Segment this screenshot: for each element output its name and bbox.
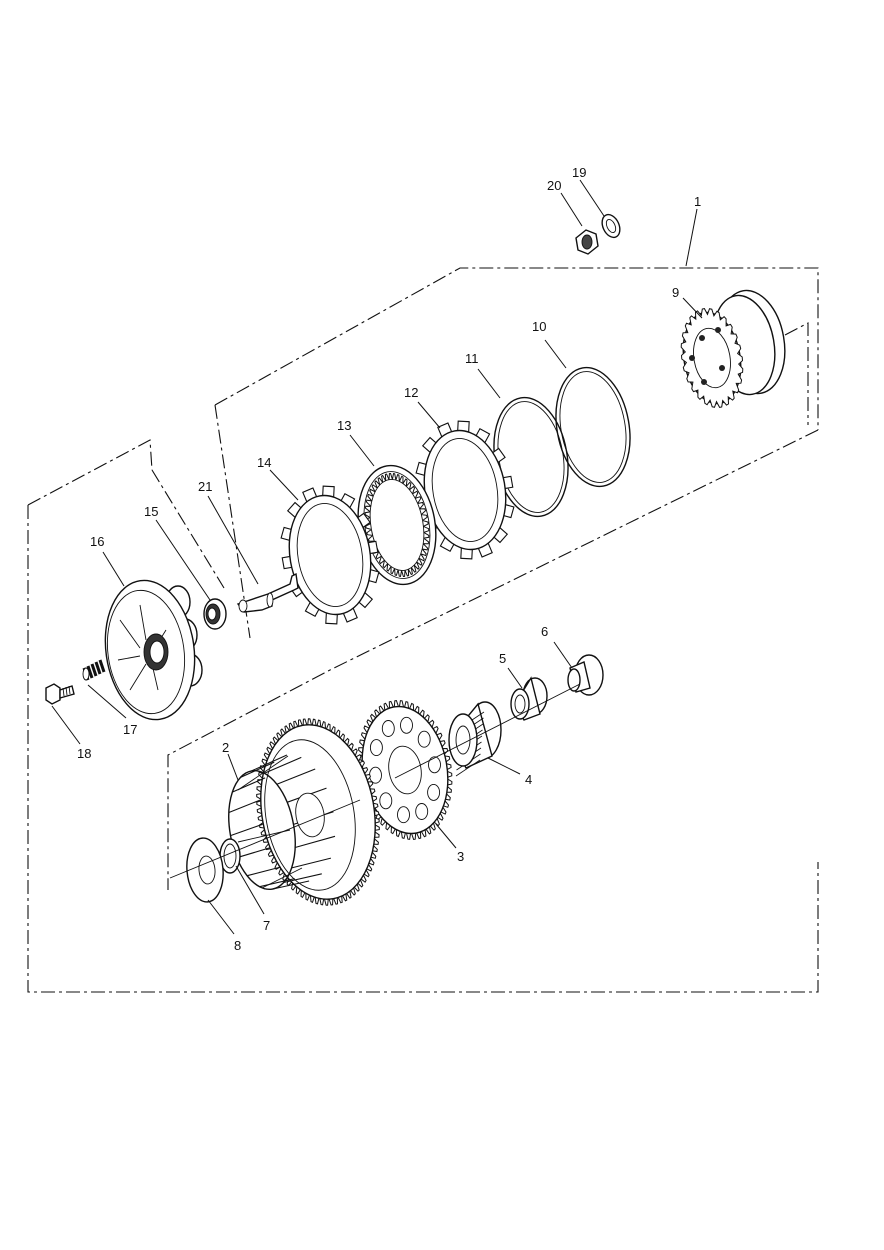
- callout-19: 19: [572, 165, 586, 180]
- callout-4: 4: [525, 772, 532, 787]
- callout-7: 7: [263, 918, 270, 933]
- callout-2: 2: [222, 740, 229, 755]
- part-14-friction-plate: [280, 485, 380, 625]
- callout-10: 10: [532, 319, 546, 334]
- gear-hole: [427, 783, 441, 801]
- callout-15: 15: [144, 504, 158, 519]
- basket-finger: [272, 880, 310, 890]
- basket-finger: [291, 857, 332, 869]
- part-18-bolt: [45, 683, 75, 705]
- gear-hole: [379, 792, 393, 810]
- part-4-splined-sleeve: [448, 701, 502, 777]
- part-2-clutch-basket: [228, 718, 380, 906]
- callout-13: 13: [337, 418, 351, 433]
- basket-finger: [232, 777, 266, 793]
- sleeve-rib: [455, 759, 481, 777]
- callout-6: 6: [541, 624, 548, 639]
- part-5-needle-bearing: [510, 676, 548, 721]
- basket-finger: [228, 799, 262, 814]
- callout-labels: 1 2 3 4 5 6 7 8 9 10 11 12 13 14 15 16 1…: [77, 165, 701, 953]
- callout-3: 3: [457, 849, 464, 864]
- basket-finger: [240, 761, 275, 779]
- part-20-nut: [575, 229, 599, 255]
- part-12-friction-plate: [415, 420, 515, 560]
- gear-hole: [428, 756, 441, 774]
- basket-finger: [283, 873, 322, 884]
- basket-finger: [251, 754, 288, 772]
- basket-finger: [246, 866, 281, 877]
- part-15-bearing: [203, 598, 227, 630]
- part-10-plate: [555, 366, 631, 488]
- gear-hole: [381, 720, 395, 737]
- axis-lines: [169, 683, 581, 879]
- part-3-gear: [357, 700, 453, 840]
- part-19-washer: [601, 213, 621, 239]
- part-21-lifter-piece: [236, 572, 299, 613]
- part-16-pressure-plate: [104, 579, 203, 721]
- callout-1: 1: [694, 194, 701, 209]
- callout-17: 17: [123, 722, 137, 737]
- gear-hole: [397, 806, 410, 824]
- leader-lines: [51, 179, 703, 935]
- callout-5: 5: [499, 651, 506, 666]
- callout-20: 20: [547, 178, 561, 193]
- gear-hole: [417, 730, 431, 748]
- basket-finger: [230, 823, 263, 837]
- part-13-plain-plate: [357, 464, 437, 586]
- callout-9: 9: [672, 285, 679, 300]
- callout-11: 11: [465, 351, 479, 366]
- callout-12: 12: [404, 385, 418, 400]
- callout-14: 14: [257, 455, 271, 470]
- gear-hole: [400, 716, 413, 734]
- gear-hole: [369, 766, 382, 784]
- callout-18: 18: [77, 746, 91, 761]
- basket-finger: [236, 847, 270, 859]
- gear-hole: [369, 739, 383, 757]
- basket-finger: [264, 756, 302, 774]
- part-17-spring: [82, 659, 106, 681]
- gear-hole: [415, 803, 429, 820]
- callout-21: 21: [198, 479, 212, 494]
- part-8-thrust-washer: [186, 837, 224, 903]
- part-6-thrust-washer: [567, 654, 604, 696]
- callout-8: 8: [234, 938, 241, 953]
- basket-finger: [294, 835, 336, 849]
- basket-finger: [259, 878, 295, 888]
- assembly-boundary: [27, 267, 819, 993]
- part-9-clutch-hub: [680, 289, 786, 408]
- basket-finger: [276, 768, 316, 785]
- callout-16: 16: [90, 534, 104, 549]
